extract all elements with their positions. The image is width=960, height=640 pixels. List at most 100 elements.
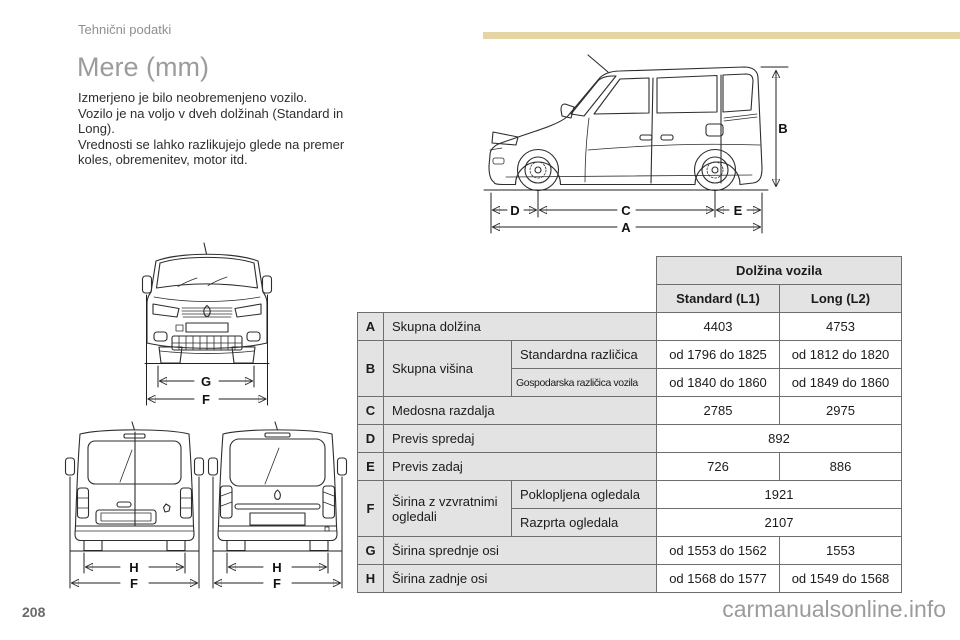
brand-badge xyxy=(274,489,281,500)
value-standard: 2785 xyxy=(656,396,780,425)
intro-line: Vrednosti se lahko razlikujejo glede na … xyxy=(78,136,345,152)
row-label: Medosna razdalja xyxy=(383,396,657,425)
intro-line: Vozilo je na voljo v dveh dolžinah (Stan… xyxy=(78,105,344,121)
left-mirror xyxy=(207,457,219,476)
fog-light xyxy=(153,331,168,342)
rear-wheel xyxy=(309,539,329,552)
table-row-h: H Širina zadnje osi od 1568 do 1577 od 1… xyxy=(357,564,902,593)
value-long: 4753 xyxy=(779,312,902,341)
headlight xyxy=(152,303,180,318)
table-row-b2: Gospodarska različica vozila od 1840 do … xyxy=(358,368,902,397)
table-row-f2: Razprta ogledala 2107 xyxy=(358,508,902,537)
dim-label-a: A xyxy=(621,220,631,235)
table-row-a: A Skupna dolžina 4403 4753 xyxy=(357,312,902,341)
dimensions-table: Dolžina vozila Standard (L1) Long (L2) A… xyxy=(357,256,902,593)
row-letter: F xyxy=(357,480,384,537)
row-label: Širina zadnje osi xyxy=(383,564,657,593)
row-sublabel: Razprta ogledala xyxy=(511,508,657,537)
row-sublabel: Poklopljena ogledala xyxy=(511,480,657,509)
page-title: Mere (mm) xyxy=(77,52,209,82)
intro-line: Izmerjeno je bilo neobremenjeno vozilo. xyxy=(78,90,308,105)
door-handle xyxy=(660,134,674,141)
row-label: Širina sprednje osi xyxy=(383,536,657,565)
table-row-c: C Medosna razdalja 2785 2975 xyxy=(357,396,902,425)
row-sublabel: Standardna različica xyxy=(511,340,657,369)
fog-light xyxy=(246,331,261,342)
value-long: od 1549 do 1568 xyxy=(779,564,902,593)
door-handle xyxy=(116,501,132,508)
dim-label-g: G xyxy=(201,374,211,389)
watermark: carmanualsonline.info xyxy=(722,596,946,622)
value-long: od 1812 do 1820 xyxy=(779,340,902,369)
rear-view-doors-diagram: H F xyxy=(64,421,205,591)
page-number: 208 xyxy=(22,604,46,620)
headlight xyxy=(234,303,262,318)
column-header-standard: Standard (L1) xyxy=(656,284,780,313)
taillight xyxy=(219,485,233,519)
table-row-b1: B Skupna višina Standardna različica od … xyxy=(357,340,902,397)
dim-label-h: H xyxy=(129,560,138,575)
brand-badge xyxy=(162,503,171,513)
row-letter: D xyxy=(357,424,384,453)
row-label: Previs spredaj xyxy=(383,424,657,453)
dimension-lines: H F xyxy=(69,476,200,591)
taillight xyxy=(322,485,336,519)
column-header-long: Long (L2) xyxy=(779,284,902,313)
side-view-diagram: B D C E A xyxy=(483,54,789,235)
value-standard: od 1568 do 1577 xyxy=(656,564,780,593)
van-side-body xyxy=(488,54,763,186)
rear-wheel xyxy=(83,539,103,552)
group-header-cell: Dolžina vozila xyxy=(656,256,902,285)
value-standard: 726 xyxy=(656,452,780,481)
rear-wheel xyxy=(693,148,737,192)
value-standard: 4403 xyxy=(656,312,780,341)
front-wheel xyxy=(516,148,560,192)
taillight xyxy=(76,487,90,519)
antenna xyxy=(274,421,279,431)
dimension-lines: B D C E A xyxy=(483,66,789,235)
row-letter: B xyxy=(357,340,384,397)
value-long: od 1849 do 1860 xyxy=(779,368,902,397)
value-long: 1553 xyxy=(779,536,902,565)
dim-label-b: B xyxy=(778,121,787,136)
row-label: Širina z vzvratnimi ogledali xyxy=(383,480,512,537)
dim-label-h: H xyxy=(272,560,281,575)
rear-wheel xyxy=(226,539,246,552)
value-standard: od 1553 do 1562 xyxy=(656,536,780,565)
dim-label-f: F xyxy=(130,576,138,591)
dim-label-f: F xyxy=(202,392,210,407)
value-long: 2975 xyxy=(779,396,902,425)
antenna xyxy=(203,242,208,255)
front-wheel xyxy=(231,346,256,364)
dim-label-f: F xyxy=(273,576,281,591)
van-rear-body xyxy=(64,421,205,552)
dimension-lines: H F xyxy=(212,476,343,591)
right-mirror xyxy=(193,457,205,476)
headlight xyxy=(491,131,519,146)
fuel-flap xyxy=(705,123,724,137)
value-combined: 2107 xyxy=(656,508,902,537)
brand-badge xyxy=(203,304,211,317)
dim-label-d: D xyxy=(510,203,519,218)
antenna xyxy=(131,421,136,431)
rear-wheel xyxy=(166,539,186,552)
intro-line: koles, obremenitev, motor itd. xyxy=(78,152,248,167)
front-wheel xyxy=(158,346,183,364)
table-row-group-header: Dolžina vozila xyxy=(358,256,902,285)
row-letter: H xyxy=(357,564,384,593)
table-row-g: G Širina sprednje osi od 1553 do 1562 15… xyxy=(357,536,902,565)
value-combined: 1921 xyxy=(656,480,902,509)
left-mirror xyxy=(64,457,76,476)
side-mirror xyxy=(560,103,575,119)
row-letter: C xyxy=(357,396,384,425)
dimension-lines: G F xyxy=(144,294,270,407)
table-row-f1: F Širina z vzvratnimi ogledali Pokloplje… xyxy=(357,480,902,537)
antenna xyxy=(587,54,609,73)
right-mirror xyxy=(336,457,348,476)
row-label: Previs zadaj xyxy=(383,452,657,481)
row-letter: A xyxy=(357,312,384,341)
row-label: Skupna višina xyxy=(383,340,512,397)
table-row-d: D Previs spredaj 892 xyxy=(357,424,902,453)
accent-bar xyxy=(483,32,960,39)
